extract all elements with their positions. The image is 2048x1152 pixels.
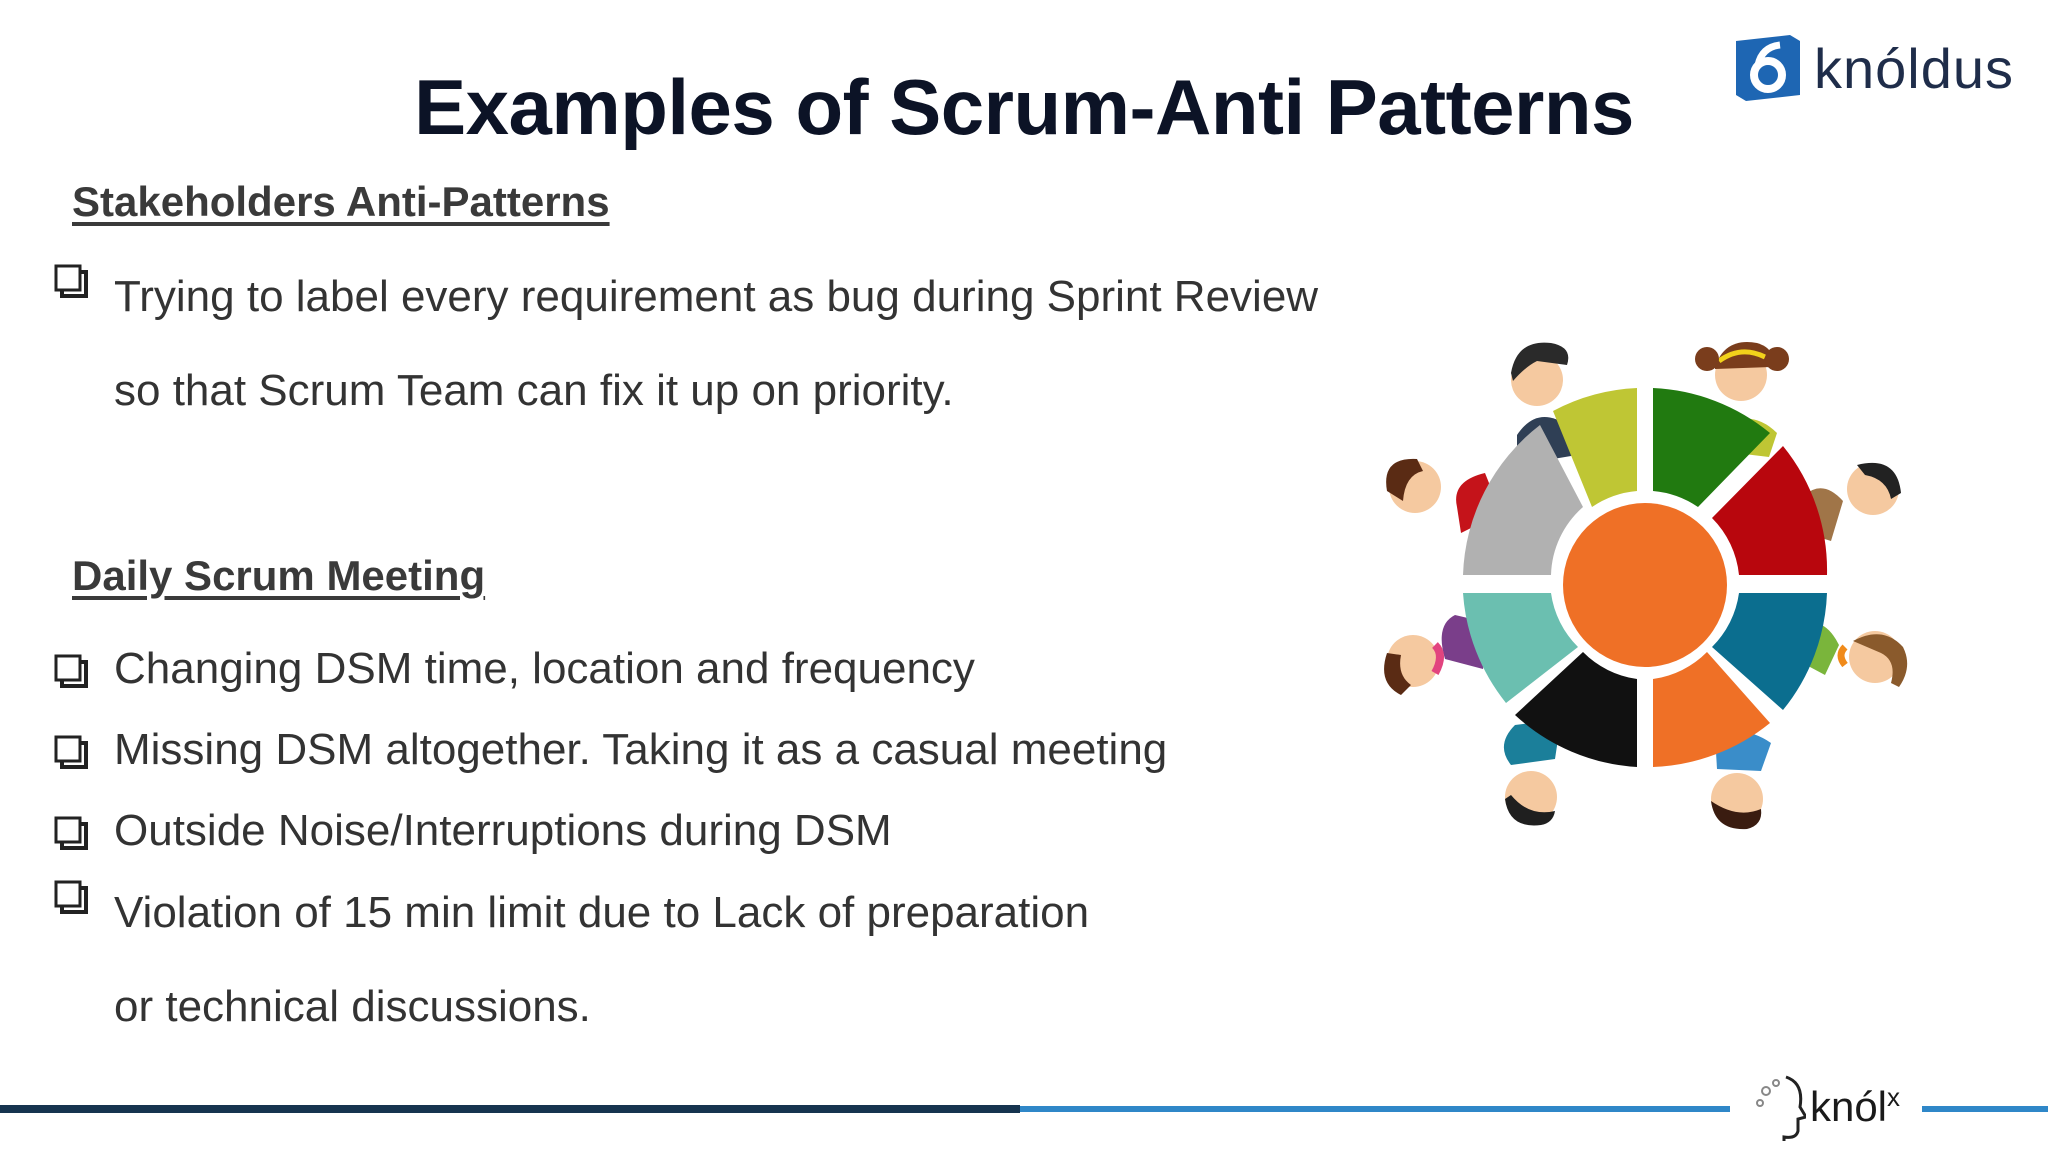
bullet-text: Missing DSM altogether. Taking it as a c… — [114, 725, 1168, 774]
bullet-item: Trying to label every requirement as bug… — [54, 250, 1318, 438]
knoldus-wordmark: knóldus — [1814, 36, 2015, 100]
segment-red — [1712, 446, 1828, 575]
bullet-text-line2: or technical discussions. — [114, 982, 591, 1031]
segment-mint — [1463, 593, 1578, 703]
bullet-text: Changing DSM time, location and frequenc… — [114, 644, 975, 693]
segment-grey — [1463, 425, 1583, 575]
slide-title: Examples of Scrum-Anti Patterns — [414, 63, 1634, 151]
bullet-item: Changing DSM time, location and frequenc… — [54, 640, 975, 698]
team-round-table-illustration — [1384, 342, 1908, 830]
knolx-head-icon — [1755, 1075, 1806, 1141]
daily-scrum-heading: Daily Scrum Meeting — [72, 552, 486, 599]
segment-teal — [1712, 593, 1827, 710]
bullet-text-line1: Violation of 15 min limit due to Lack of… — [114, 888, 1090, 937]
segment-black — [1515, 652, 1637, 767]
knolx-wordmark: knólx — [1809, 1081, 1901, 1130]
segment-yellowgreen — [1553, 388, 1637, 507]
segment-green — [1653, 388, 1770, 507]
bullet-text-line1: Trying to label every requirement as bug… — [114, 272, 1319, 321]
stakeholders-heading: Stakeholders Anti-Patterns — [72, 178, 610, 225]
bullet-item: Violation of 15 min limit due to Lack of… — [54, 866, 1089, 1054]
bullet-item: Outside Noise/Interruptions during DSM — [54, 802, 892, 860]
checkbox-bullet-icon — [54, 264, 88, 298]
bullet-text: Outside Noise/Interruptions during DSM — [114, 806, 892, 855]
footer-bar-light — [1020, 1106, 2048, 1112]
table-segments — [1463, 388, 1828, 767]
bullet-text-line2: so that Scrum Team can fix it up on prio… — [114, 366, 954, 415]
segment-orange — [1653, 652, 1770, 767]
bullet-item: Missing DSM altogether. Taking it as a c… — [54, 721, 1167, 779]
checkbox-bullet-icon — [54, 735, 88, 769]
checkbox-bullet-icon — [54, 880, 88, 914]
knoldus-logo: knóldus — [1736, 34, 2014, 102]
footer-bar-dark — [0, 1105, 1020, 1113]
knolx-logo: knólx — [1730, 1060, 1922, 1152]
knoldus-logo-icon — [1736, 35, 1800, 101]
checkbox-bullet-icon — [54, 654, 88, 688]
person-bottom-right — [1711, 731, 1771, 830]
table-center — [1563, 503, 1727, 667]
checkbox-bullet-icon — [54, 816, 88, 850]
person-left-upper — [1386, 458, 1501, 533]
